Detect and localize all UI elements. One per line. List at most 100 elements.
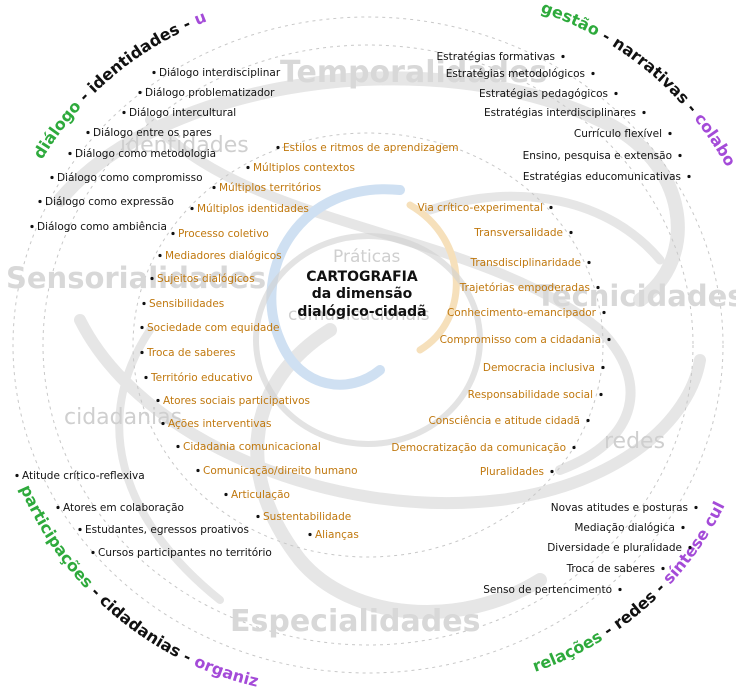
list-item: Território educativo <box>150 372 253 384</box>
list-item: Processo coletivo <box>178 228 269 240</box>
bullet-dot <box>607 337 611 342</box>
list-item: Via crítico-experimental <box>417 202 543 214</box>
list-item: Senso de pertencimento <box>483 584 612 596</box>
bullet-dot <box>596 285 600 290</box>
bullet-dot <box>122 110 126 115</box>
list-inner-left: Estilos e ritmos de aprendizagemMúltiplo… <box>140 142 459 541</box>
center-title-line-2: da dimensão <box>312 286 413 302</box>
bullet-dot <box>140 350 144 355</box>
corner-label-segment: narrativas <box>609 33 693 108</box>
bullet-dot <box>140 325 144 330</box>
list-item: Atores sociais participativos <box>163 395 310 407</box>
list-item: Pluralidades <box>480 466 544 478</box>
bullet-dot <box>50 175 54 180</box>
bullet-dot <box>602 310 606 315</box>
list-item: Troca de saberes <box>146 347 235 359</box>
corner-label-segment: cidadanias <box>96 591 184 661</box>
list-item: Diálogo interdisciplinar <box>159 67 281 79</box>
list-item: Conhecimento-emancipador <box>447 307 597 319</box>
bullet-dot <box>30 224 34 229</box>
bullet-dot <box>158 253 162 258</box>
list-item: Trajetórias empoderadas <box>459 282 590 294</box>
bullet-dot <box>38 199 42 204</box>
corner-label-segment: relações <box>530 627 606 676</box>
bullet-dot <box>586 418 590 423</box>
bullet-dot <box>246 165 250 170</box>
bullet-dot <box>618 587 622 592</box>
bullet-dot <box>78 527 82 532</box>
list-item: Articulação <box>231 489 290 501</box>
decorative-swirls <box>53 71 706 619</box>
list-item: Sujeitos dialógicos <box>157 273 255 285</box>
bullet-dot <box>171 231 175 236</box>
bullet-dot <box>668 131 672 136</box>
list-item: Diálogo problematizador <box>145 87 275 99</box>
bullet-dot <box>15 473 19 478</box>
bullet-dot <box>156 398 160 403</box>
list-item: Estratégias pedagógicos <box>479 88 608 100</box>
center-title-line-3: dialógico-cidadã <box>297 304 426 320</box>
list-item: Estratégias metodológicos <box>446 68 585 80</box>
bullet-dot <box>591 71 595 76</box>
bg-word-cidadanias: cidadanias <box>64 405 182 430</box>
bullet-dot <box>142 301 146 306</box>
list-item: Múltiplos contextos <box>253 162 355 174</box>
bullet-dot <box>678 153 682 158</box>
list-item: Responsabilidade social <box>468 389 593 401</box>
bullet-dot <box>599 392 603 397</box>
list-item: Consciência e atitude cidadã <box>428 415 580 427</box>
list-item: Cidadania comunicacional <box>183 441 321 453</box>
list-item: Comunicação/direito humano <box>203 465 358 477</box>
bullet-dot <box>642 110 646 115</box>
bullet-dot <box>694 505 698 510</box>
corner-label-segment: participações <box>16 482 97 592</box>
bullet-dot <box>56 505 60 510</box>
list-item: Diálogo entre os pares <box>93 127 212 139</box>
bullet-dot <box>212 185 216 190</box>
list-item: Transdisciplinaridade <box>469 257 581 269</box>
list-item: Novas atitudes e posturas <box>551 502 688 514</box>
bullet-dot <box>587 260 591 265</box>
list-item: Diversidade e pluralidade <box>547 542 682 554</box>
bullet-dot <box>68 151 72 156</box>
list-item: Atores em colaboração <box>63 502 184 514</box>
bullet-dot <box>256 514 260 519</box>
list-item: Estratégias formativas <box>437 51 555 63</box>
bullet-dot <box>308 532 312 537</box>
list-item: Mediadores dialógicos <box>165 250 282 262</box>
bullet-dot <box>150 276 154 281</box>
list-item: Sensibilidades <box>149 298 224 310</box>
bullet-dot <box>561 54 565 59</box>
bullet-dot <box>572 445 576 450</box>
center-title: CARTOGRAFIA da dimensão dialógico-cidadã <box>297 269 426 320</box>
bg-word-identidades: identidades <box>120 133 249 158</box>
bullet-dot <box>161 421 165 426</box>
bullet-dot <box>144 375 148 380</box>
list-item: Estratégias interdisciplinares <box>484 107 636 119</box>
list-item: Diálogo como ambiência <box>37 221 167 233</box>
corner-label-segment: redes <box>610 587 661 633</box>
bullet-dot <box>276 145 280 150</box>
bullet-dot <box>661 566 665 571</box>
bg-word-redes: redes <box>604 429 665 454</box>
bullet-dot <box>224 492 228 497</box>
list-item: Cursos participantes no território <box>98 547 272 559</box>
center-title-line-1: CARTOGRAFIA <box>306 269 418 285</box>
corner-label-segment: identidades <box>84 19 183 96</box>
bullet-dot <box>138 90 142 95</box>
list-item: Diálogo como metodologia <box>75 148 216 160</box>
list-item: Compromisso com a cidadania <box>440 334 601 346</box>
bg-word-comunicacionais: comunicacionais <box>288 305 430 325</box>
list-item: Democracia inclusiva <box>483 362 595 374</box>
bullet-dot <box>569 230 573 235</box>
list-item: Estudantes, egressos proativos <box>85 524 249 536</box>
bullet-dot <box>176 444 180 449</box>
bullet-dot <box>688 545 692 550</box>
bullet-dot <box>549 205 553 210</box>
list-item: Diálogo como expressão <box>45 196 174 208</box>
